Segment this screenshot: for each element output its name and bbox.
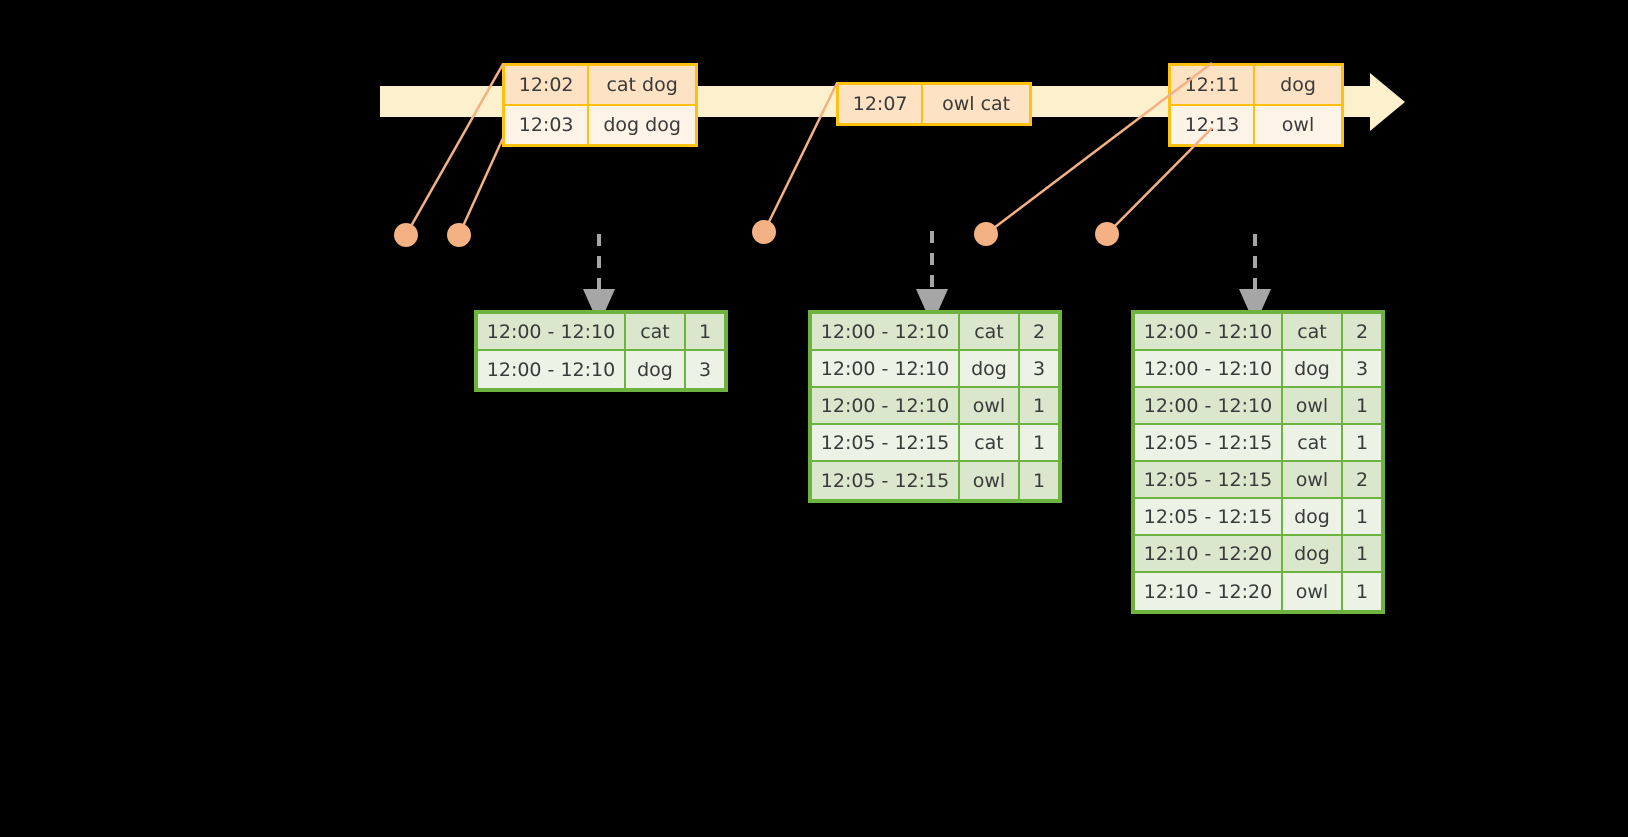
event-row[interactable]: 12:03 dog dog xyxy=(505,104,695,144)
cell-word: cat xyxy=(1283,425,1343,462)
event-words: owl cat xyxy=(923,85,1029,123)
cell-word: dog xyxy=(1283,351,1343,388)
event-dot-1213[interactable] xyxy=(1095,222,1119,246)
cell-window: 12:10 - 12:20 xyxy=(1135,573,1283,610)
event-box-group-3[interactable]: 12:11 dog 12:13 owl xyxy=(1168,63,1344,147)
cell-window: 12:00 - 12:10 xyxy=(812,351,960,388)
cell-count: 1 xyxy=(686,314,724,351)
cell-window: 12:05 - 12:15 xyxy=(1135,499,1283,536)
cell-window: 12:00 - 12:10 xyxy=(812,388,960,425)
cell-count: 3 xyxy=(686,351,724,388)
cell-window: 12:00 - 12:10 xyxy=(812,314,960,351)
cell-window: 12:05 - 12:15 xyxy=(1135,462,1283,499)
cell-word: dog xyxy=(1283,499,1343,536)
event-dot-1203[interactable] xyxy=(447,223,471,247)
cell-window: 12:00 - 12:10 xyxy=(1135,388,1283,425)
cell-word: owl xyxy=(960,388,1020,425)
cell-window: 12:00 - 12:10 xyxy=(1135,351,1283,388)
cell-word: cat xyxy=(960,425,1020,462)
cell-count: 2 xyxy=(1020,314,1058,351)
cell-window: 12:05 - 12:15 xyxy=(812,462,960,499)
cell-word: owl xyxy=(960,462,1020,499)
cell-count: 1 xyxy=(1020,462,1058,499)
cell-word: dog xyxy=(1283,536,1343,573)
cell-word: owl xyxy=(1283,388,1343,425)
cell-count: 2 xyxy=(1343,462,1381,499)
event-dot-1202[interactable] xyxy=(394,223,418,247)
cell-count: 1 xyxy=(1343,425,1381,462)
cell-count: 3 xyxy=(1020,351,1058,388)
event-time: 12:07 xyxy=(839,85,924,123)
cell-count: 1 xyxy=(1343,499,1381,536)
event-time: 12:03 xyxy=(505,106,590,144)
cell-word: cat xyxy=(626,314,686,351)
event-box-group-2[interactable]: 12:07 owl cat xyxy=(836,82,1032,126)
cell-count: 1 xyxy=(1343,573,1381,610)
cell-window: 12:05 - 12:15 xyxy=(1135,425,1283,462)
event-words: cat dog xyxy=(589,66,695,104)
cell-window: 12:00 - 12:10 xyxy=(1135,314,1283,351)
event-dot-1207[interactable] xyxy=(752,220,776,244)
cell-word: owl xyxy=(1283,573,1343,610)
cell-word: dog xyxy=(960,351,1020,388)
event-row[interactable]: 12:02 cat dog xyxy=(505,66,695,104)
cell-window: 12:05 - 12:15 xyxy=(812,425,960,462)
cell-window: 12:00 - 12:10 xyxy=(478,314,626,351)
cell-word: owl xyxy=(1283,462,1343,499)
cell-count: 1 xyxy=(1343,388,1381,425)
event-time: 12:11 xyxy=(1171,66,1256,104)
event-box-group-1[interactable]: 12:02 cat dog 12:03 dog dog xyxy=(502,63,698,147)
cell-count: 1 xyxy=(1020,388,1058,425)
event-row[interactable]: 12:11 dog xyxy=(1171,66,1341,104)
cell-word: cat xyxy=(1283,314,1343,351)
event-row[interactable]: 12:07 owl cat xyxy=(839,85,1029,123)
event-row[interactable]: 12:13 owl xyxy=(1171,104,1341,144)
connector-line-1203 xyxy=(457,137,505,236)
cell-window: 12:10 - 12:20 xyxy=(1135,536,1283,573)
timeline-arrow-head xyxy=(1370,73,1405,131)
cell-count: 1 xyxy=(1020,425,1058,462)
event-time: 12:13 xyxy=(1171,106,1256,144)
event-time: 12:02 xyxy=(505,66,590,104)
cell-word: cat xyxy=(960,314,1020,351)
event-words: dog dog xyxy=(589,106,695,144)
event-dot-1211[interactable] xyxy=(974,222,998,246)
cell-count: 3 xyxy=(1343,351,1381,388)
cell-count: 2 xyxy=(1343,314,1381,351)
event-words: owl xyxy=(1255,106,1341,144)
cell-count: 1 xyxy=(1343,536,1381,573)
cell-window: 12:00 - 12:10 xyxy=(478,351,626,388)
event-words: dog xyxy=(1255,66,1341,104)
cell-word: dog xyxy=(626,351,686,388)
